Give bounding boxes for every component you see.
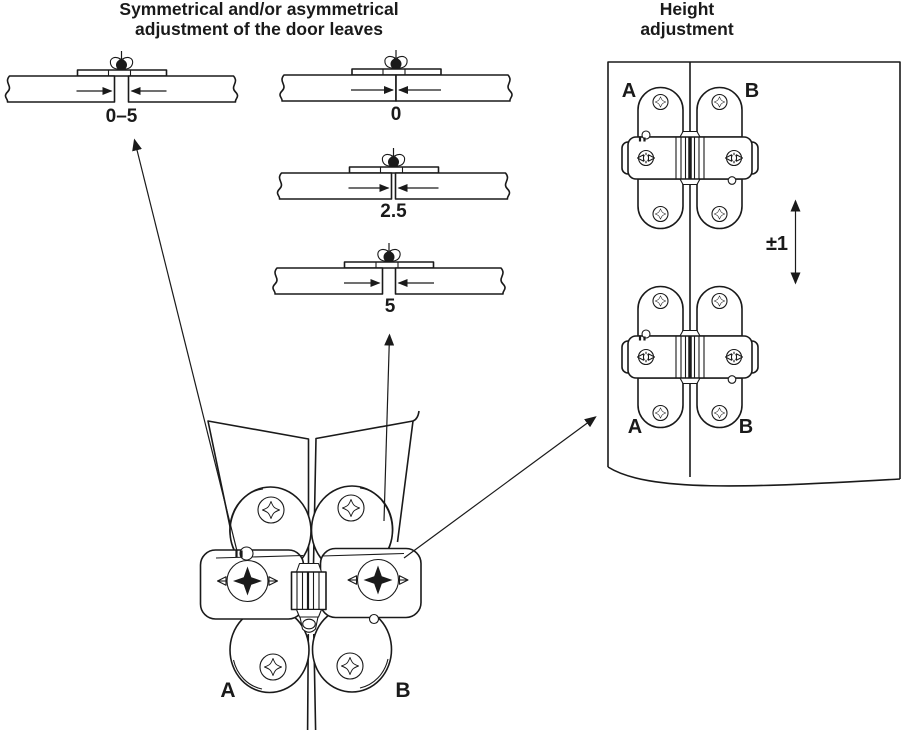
cross-section-gap-0-5: 0–5 — [4, 50, 239, 127]
adjustment-cam-icon — [384, 49, 408, 71]
gap-value-0-5: 0–5 — [106, 106, 138, 127]
main-hinge-label-a: A — [220, 679, 235, 702]
cross-section-gap-0: 0 — [279, 49, 513, 125]
right-title-line2: adjustment — [640, 19, 734, 39]
top-hinge-label-b: B — [745, 80, 759, 102]
phillips-screw-icon — [257, 496, 285, 524]
top-hinge-label-a: A — [622, 80, 636, 102]
left-title-line1: Symmetrical and/or asymmetrical — [119, 0, 398, 19]
pointer-arrow-to-0-5 — [132, 138, 238, 552]
adjustment-cam-icon — [381, 147, 406, 169]
gap-value-5: 5 — [385, 296, 396, 317]
gap-value-0: 0 — [391, 104, 402, 125]
main-hinge-label-b: B — [395, 679, 410, 702]
phillips-screw-icon — [259, 653, 287, 681]
pointer-arrow-to-height-panel — [403, 416, 597, 559]
right-title: Height adjustment — [640, 0, 734, 39]
left-title-line2: adjustment of the door leaves — [135, 19, 383, 39]
pivot-ring — [302, 618, 316, 630]
cross-section-gap-5: 5 — [272, 242, 506, 317]
phillips-screw-icon — [337, 494, 365, 522]
right-door-edge — [312, 420, 414, 565]
right-title-line1: Height — [660, 0, 715, 19]
adjustment-cam-icon — [377, 242, 401, 264]
height-adjustment-panel: A B A B ±1 — [607, 61, 901, 487]
left-door-edge — [207, 420, 310, 565]
height-range-label: ±1 — [766, 233, 788, 255]
bottom-hinge-label-a: A — [628, 416, 642, 438]
adjustment-cam-icon — [109, 50, 134, 72]
cross-section-gap-2-5: 2.5 — [276, 147, 511, 222]
pointer-arrow-to-5 — [383, 333, 395, 522]
bottom-hinge-label-b: B — [739, 416, 753, 438]
phillips-screw-icon — [336, 652, 364, 680]
left-title: Symmetrical and/or asymmetrical adjustme… — [119, 0, 398, 39]
main-hinge: A B — [199, 410, 422, 730]
gap-value-2-5: 2.5 — [380, 201, 407, 222]
